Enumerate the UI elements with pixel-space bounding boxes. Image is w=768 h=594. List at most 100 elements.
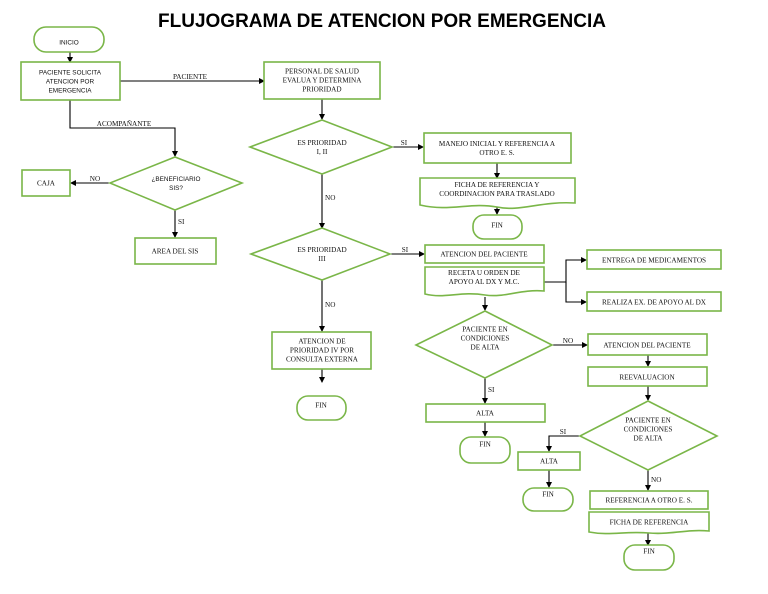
node-ficha-referencia: FICHA DE REFERENCIA [588,511,710,535]
node-label-line: PACIENTE SOLICITA [39,70,102,77]
node-label-line: ATENCION DEL PACIENTE [603,342,691,350]
node-label-line: CONDICIONES [624,426,673,434]
edge-alta2-alta [546,435,580,452]
node-label-line: PACIENTE EN [462,326,508,334]
node-label: AREA DEL SIS [152,248,199,256]
node-label-line: ALTA [476,410,495,418]
node-label: REEVALUACION [619,374,675,382]
edge-label-si: SI [401,139,408,147]
node-label-line: CONDICIONES [461,335,510,343]
node-label-line: ENTREGA DE MEDICAMENTOS [602,257,706,265]
node-beneficiario-sis: ¿BENEFICIARIO SIS? [107,156,245,211]
edge-label-paciente: PACIENTE [173,73,208,81]
node-alta-1: ALTA [425,403,546,423]
node-label-line: FICHA DE REFERENCIA Y [455,181,541,189]
node-label-line: AREA DEL SIS [152,248,199,256]
node-fin-4: FIN [522,487,574,512]
node-label: FIN [315,402,327,410]
edge-label-si: SI [178,218,185,226]
node-atencion-paciente-1: ATENCION DEL PACIENTE [424,244,545,264]
node-inicio: INICIO [33,26,105,53]
node-label: ENTREGA DE MEDICAMENTOS [602,257,706,265]
node-label-line: SIS? [169,185,183,192]
node-label: FIN [479,441,491,449]
page-title: FLUJOGRAMA DE ATENCION POR EMERGENCIA [158,11,606,32]
node-label-line: EVALUA Y DETERMINA [283,77,363,85]
node-entrega-medicamentos: ENTREGA DE MEDICAMENTOS [586,249,722,270]
node-label: FIN [491,222,503,230]
node-label-line: REFERENCIA A OTRO E. S. [605,497,692,505]
node-fin-3: FIN [459,436,511,464]
node-label-line: OTRO E. S. [479,149,514,157]
node-label-line: ¿BENEFICIARIO [151,176,200,183]
node-label-line: I, II [317,148,328,156]
node-label-line: DE ALTA [634,435,664,443]
node-label: FIN [542,491,554,499]
node-label-line: MANEJO INICIAL Y REFERENCIA A [439,140,556,148]
edge-label-no: NO [325,194,335,202]
edge-solicita-beneficiario [69,100,178,157]
node-label: PACIENTE SOLICITA ATENCION POR EMERGENCIA [39,70,102,95]
node-label-line: CAJA [37,180,56,188]
node-label-line: ATENCION DE [298,338,346,346]
node-label: REALIZA EX. DE APOYO AL DX [602,299,707,307]
node-label-line: COORDINACION PARA TRASLADO [439,190,554,198]
node-atencion-paciente-2: ATENCION DEL PACIENTE [587,333,708,356]
node-label-line: FICHA DE REFERENCIA [610,519,689,527]
node-label-line: CONSULTA EXTERNA [286,356,359,364]
node-label-line: PRIORIDAD [302,86,341,94]
node-label: ALTA [540,458,559,466]
node-label: ALTA [476,410,495,418]
node-area-sis: AREA DEL SIS [134,237,217,265]
node-label-line: INICIO [59,40,79,47]
node-label-line: EMERGENCIA [49,88,93,95]
edge-label-si: SI [560,428,567,436]
node-label: CAJA [37,180,56,188]
node-label-line: PRIORIDAD IV POR [290,347,354,355]
edge-label-no: NO [563,337,573,345]
node-label-line: REALIZA EX. DE APOYO AL DX [602,299,707,307]
node-label: ATENCION DEL PACIENTE [603,342,691,350]
node-paciente-solicita: PACIENTE SOLICITA ATENCION POR EMERGENCIA [20,61,121,101]
node-alta-2: ALTA [517,451,581,471]
edge-label-no: NO [325,301,335,309]
node-label-line: FIN [491,222,503,230]
node-label: INICIO [59,40,79,47]
edge-receta-branch [544,257,587,283]
edge-label-acompanante: ACOMPAÑANTE [97,118,152,128]
node-label-line: FIN [542,491,554,499]
node-label-line: III [318,255,326,263]
node-label-line: RECETA U ORDEN DE [448,269,521,277]
node-label-line: FIN [643,548,655,556]
node-fin-5: FIN [623,544,675,571]
edge-label-no: NO [651,476,661,484]
node-label-line: ALTA [540,458,559,466]
node-caja: CAJA [21,169,71,197]
node-label-line: ATENCION DEL PACIENTE [440,251,528,259]
node-label-line: ES PRIORIDAD [297,139,346,147]
node-label-line: ATENCION POR [46,79,95,86]
node-label-line: DE ALTA [471,344,501,352]
node-label-line: FIN [479,441,491,449]
node-label-line: FIN [315,402,327,410]
edge-labels: PACIENTE ACOMPAÑANTE NO SI SI NO SI NO N… [90,73,662,484]
node-label: ¿BENEFICIARIO SIS? [151,176,200,192]
node-referencia-otro: REFERENCIA A OTRO E. S. [589,490,709,510]
node-label: FICHA DE REFERENCIA [610,519,689,527]
node-realiza-apoyo: REALIZA EX. DE APOYO AL DX [586,291,722,312]
node-fin-1: FIN [472,214,523,240]
